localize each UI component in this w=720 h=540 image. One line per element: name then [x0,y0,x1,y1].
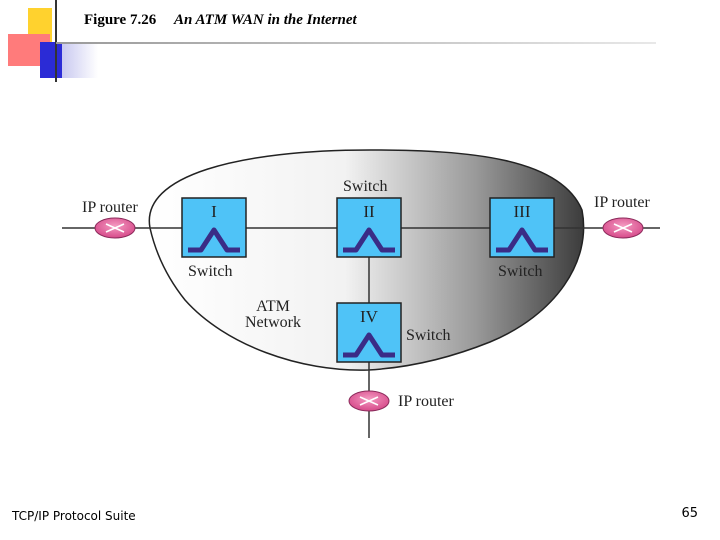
figure-caption: An ATM WAN in the Internet [173,12,357,28]
switch-ii-symbol [343,227,395,253]
switch-iv: IV [336,302,402,363]
atm-network-cloud [148,149,585,371]
figure-number: Figure 7.26 [84,12,157,28]
switch-iii-symbol [496,227,548,253]
switch-i-label: Switch [188,263,232,280]
network-label: Network [245,314,301,331]
ip-router-left-label: IP router [82,199,139,216]
switch-iv-symbol [343,332,395,358]
switch-ii-label: Switch [343,178,387,195]
decor-horizontal-rule [56,42,656,44]
switch-iv-label: Switch [406,327,450,344]
switch-iii-numeral: III [514,202,531,221]
switch-iv-numeral: IV [360,307,379,326]
router-left-icon [105,223,125,233]
switch-i: I [181,197,247,258]
switch-i-symbol [188,227,240,253]
ip-router-right-label: IP router [594,194,651,211]
decor-vertical-rule [55,0,57,82]
figure-title: Figure 7.26 An ATM WAN in the Internet [84,12,357,29]
switch-iii: III [489,197,555,258]
ip-router-left [94,217,136,239]
atm-label: ATM [256,298,290,315]
ip-router-bottom [348,390,390,412]
switch-i-numeral: I [211,202,217,221]
decor-lavender-fade [62,42,98,78]
router-right-icon [613,223,633,233]
switch-iii-label: Switch [498,263,542,280]
page-number: 65 [681,506,698,521]
ip-router-right [602,217,644,239]
switch-ii: II [336,197,402,258]
footer-course-title: TCP/IP Protocol Suite [12,509,136,523]
router-bottom-icon [359,396,379,406]
switch-ii-numeral: II [363,202,375,221]
ip-router-bottom-label: IP router [398,393,455,410]
